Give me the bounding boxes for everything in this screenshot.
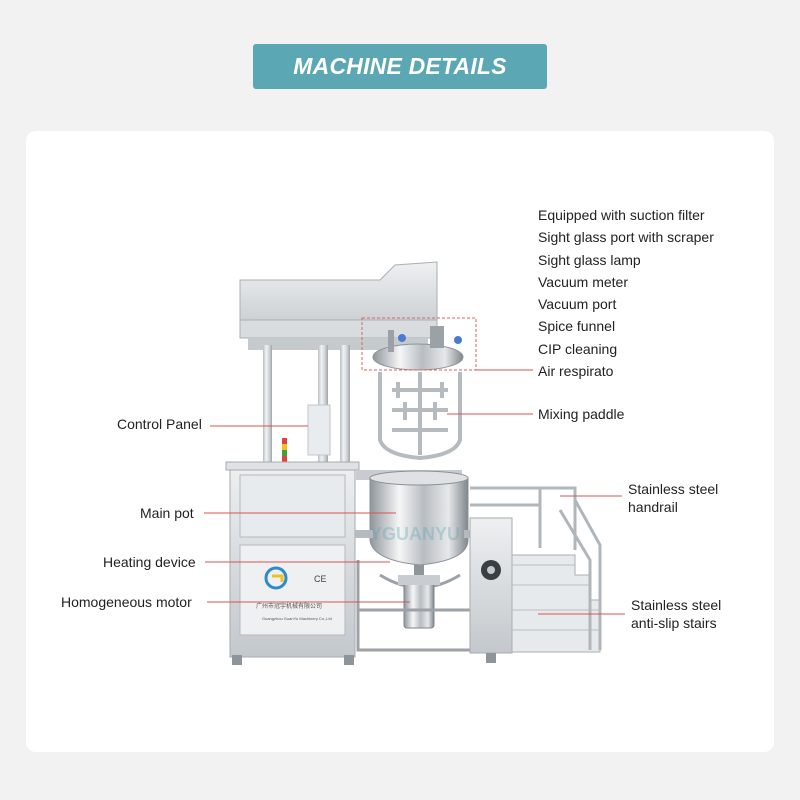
label-mixing-paddle: Mixing paddle [538, 406, 625, 422]
main-pot [355, 470, 482, 566]
feature-list: Equipped with suction filter Sight glass… [538, 205, 714, 383]
feature-item: Spice funnel [538, 318, 616, 335]
lid-highlight-box [361, 317, 477, 371]
control-cabinet [225, 461, 360, 665]
feature-item: Sight glass port with scraper [538, 229, 714, 246]
handrail-structure [470, 486, 602, 650]
brand-logo [264, 566, 288, 590]
homogeneous-motor-body [379, 565, 461, 629]
label-homogeneous-motor: Homogeneous motor [61, 594, 192, 610]
label-stairs: Stainless steel anti-slip stairs [631, 597, 722, 631]
ce-mark: CE [314, 574, 327, 584]
label-main-pot: Main pot [140, 505, 194, 521]
company-name-en: Guangzhou GuanYu Machinery Co.,Ltd [262, 616, 332, 621]
leader-lines [204, 369, 625, 615]
feature-item: Air respirato [538, 363, 614, 380]
mixing-paddle-frame [378, 372, 462, 461]
company-name-cn: 广州市冠宇机械有限公司 [256, 604, 323, 610]
feature-item: Equipped with suction filter [538, 207, 705, 223]
feature-item: Vacuum port [538, 296, 617, 313]
lifting-head [239, 261, 438, 350]
feature-item: Sight glass lamp [538, 251, 641, 268]
label-handrail: Stainless steel handrail [628, 481, 719, 515]
lid-assembly [372, 326, 464, 371]
page-title: MACHINE DETAILS [293, 53, 507, 79]
tilting-unit [469, 517, 513, 663]
stairs-structure [511, 554, 601, 653]
feature-item: Vacuum meter [538, 273, 628, 290]
lift-columns [263, 345, 350, 466]
feature-item: CIP cleaning [538, 340, 618, 357]
header-banner: MACHINE DETAILS [253, 44, 547, 89]
label-heating-device: Heating device [103, 554, 196, 570]
label-control-panel: Control Panel [117, 416, 202, 432]
watermark: YGUANYU [370, 524, 461, 544]
